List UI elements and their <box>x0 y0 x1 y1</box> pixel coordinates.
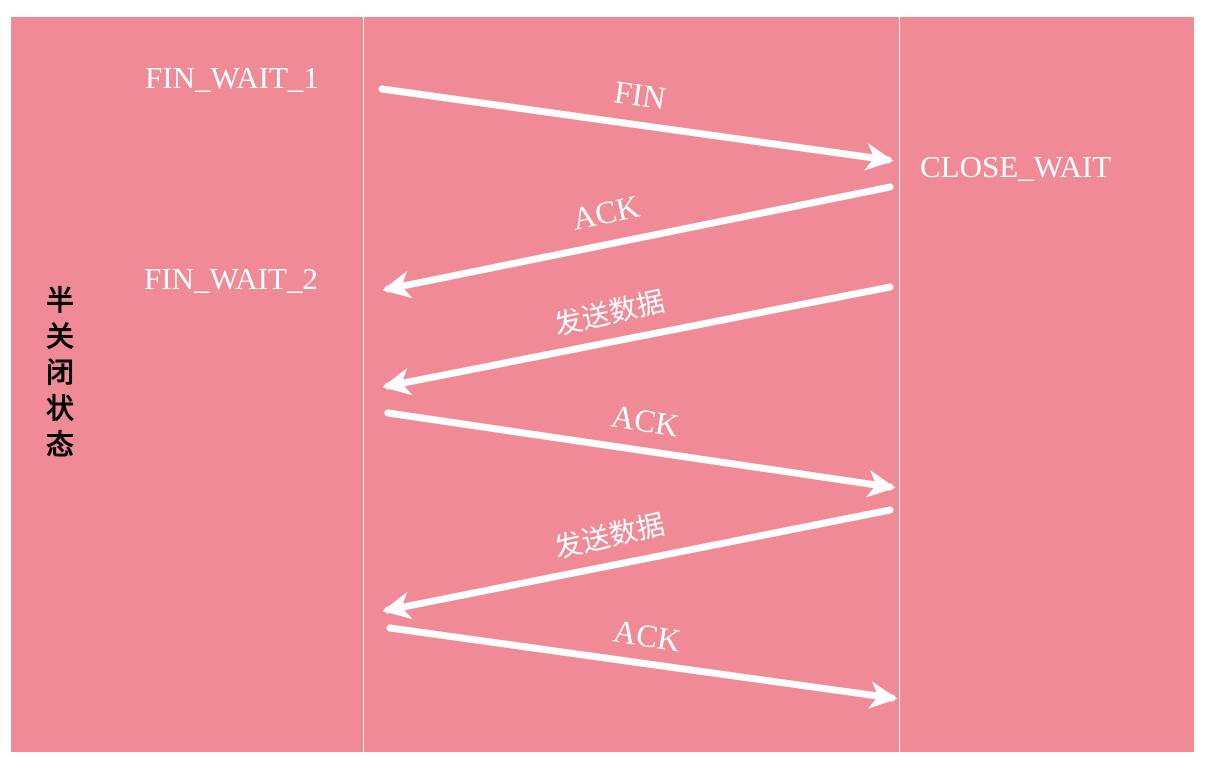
state-fin-wait-1: FIN_WAIT_1 <box>145 60 319 95</box>
arrow-fin <box>378 85 894 171</box>
message-send-data-2: 发送数据 <box>382 506 894 620</box>
arrow-ack-3 <box>386 624 898 709</box>
label-ack-2: ACK <box>609 397 681 443</box>
arrow-ack-2 <box>384 409 896 498</box>
message-ack-1: ACK <box>382 183 894 299</box>
client-lane-divider <box>363 17 364 752</box>
label-ack-3: ACK <box>611 612 683 658</box>
state-close-wait: CLOSE_WAIT <box>920 149 1112 184</box>
arrow-send-data-1 <box>382 283 894 396</box>
message-fin: FIN <box>378 73 894 171</box>
message-ack-3: ACK <box>386 612 898 709</box>
diagram-panel <box>11 17 1194 752</box>
arrow-ack-1 <box>382 183 894 299</box>
label-fin: FIN <box>612 73 668 116</box>
half-close-state-label: 半关闭状态 <box>40 283 80 463</box>
label-ack-1: ACK <box>569 188 643 237</box>
message-send-data-1: 发送数据 <box>382 283 894 396</box>
message-ack-2: ACK <box>384 397 896 498</box>
side-label-text: 半关闭状态 <box>45 284 74 461</box>
arrow-send-data-2 <box>382 506 894 620</box>
server-lane-divider <box>899 17 900 752</box>
state-fin-wait-2: FIN_WAIT_2 <box>144 261 318 296</box>
